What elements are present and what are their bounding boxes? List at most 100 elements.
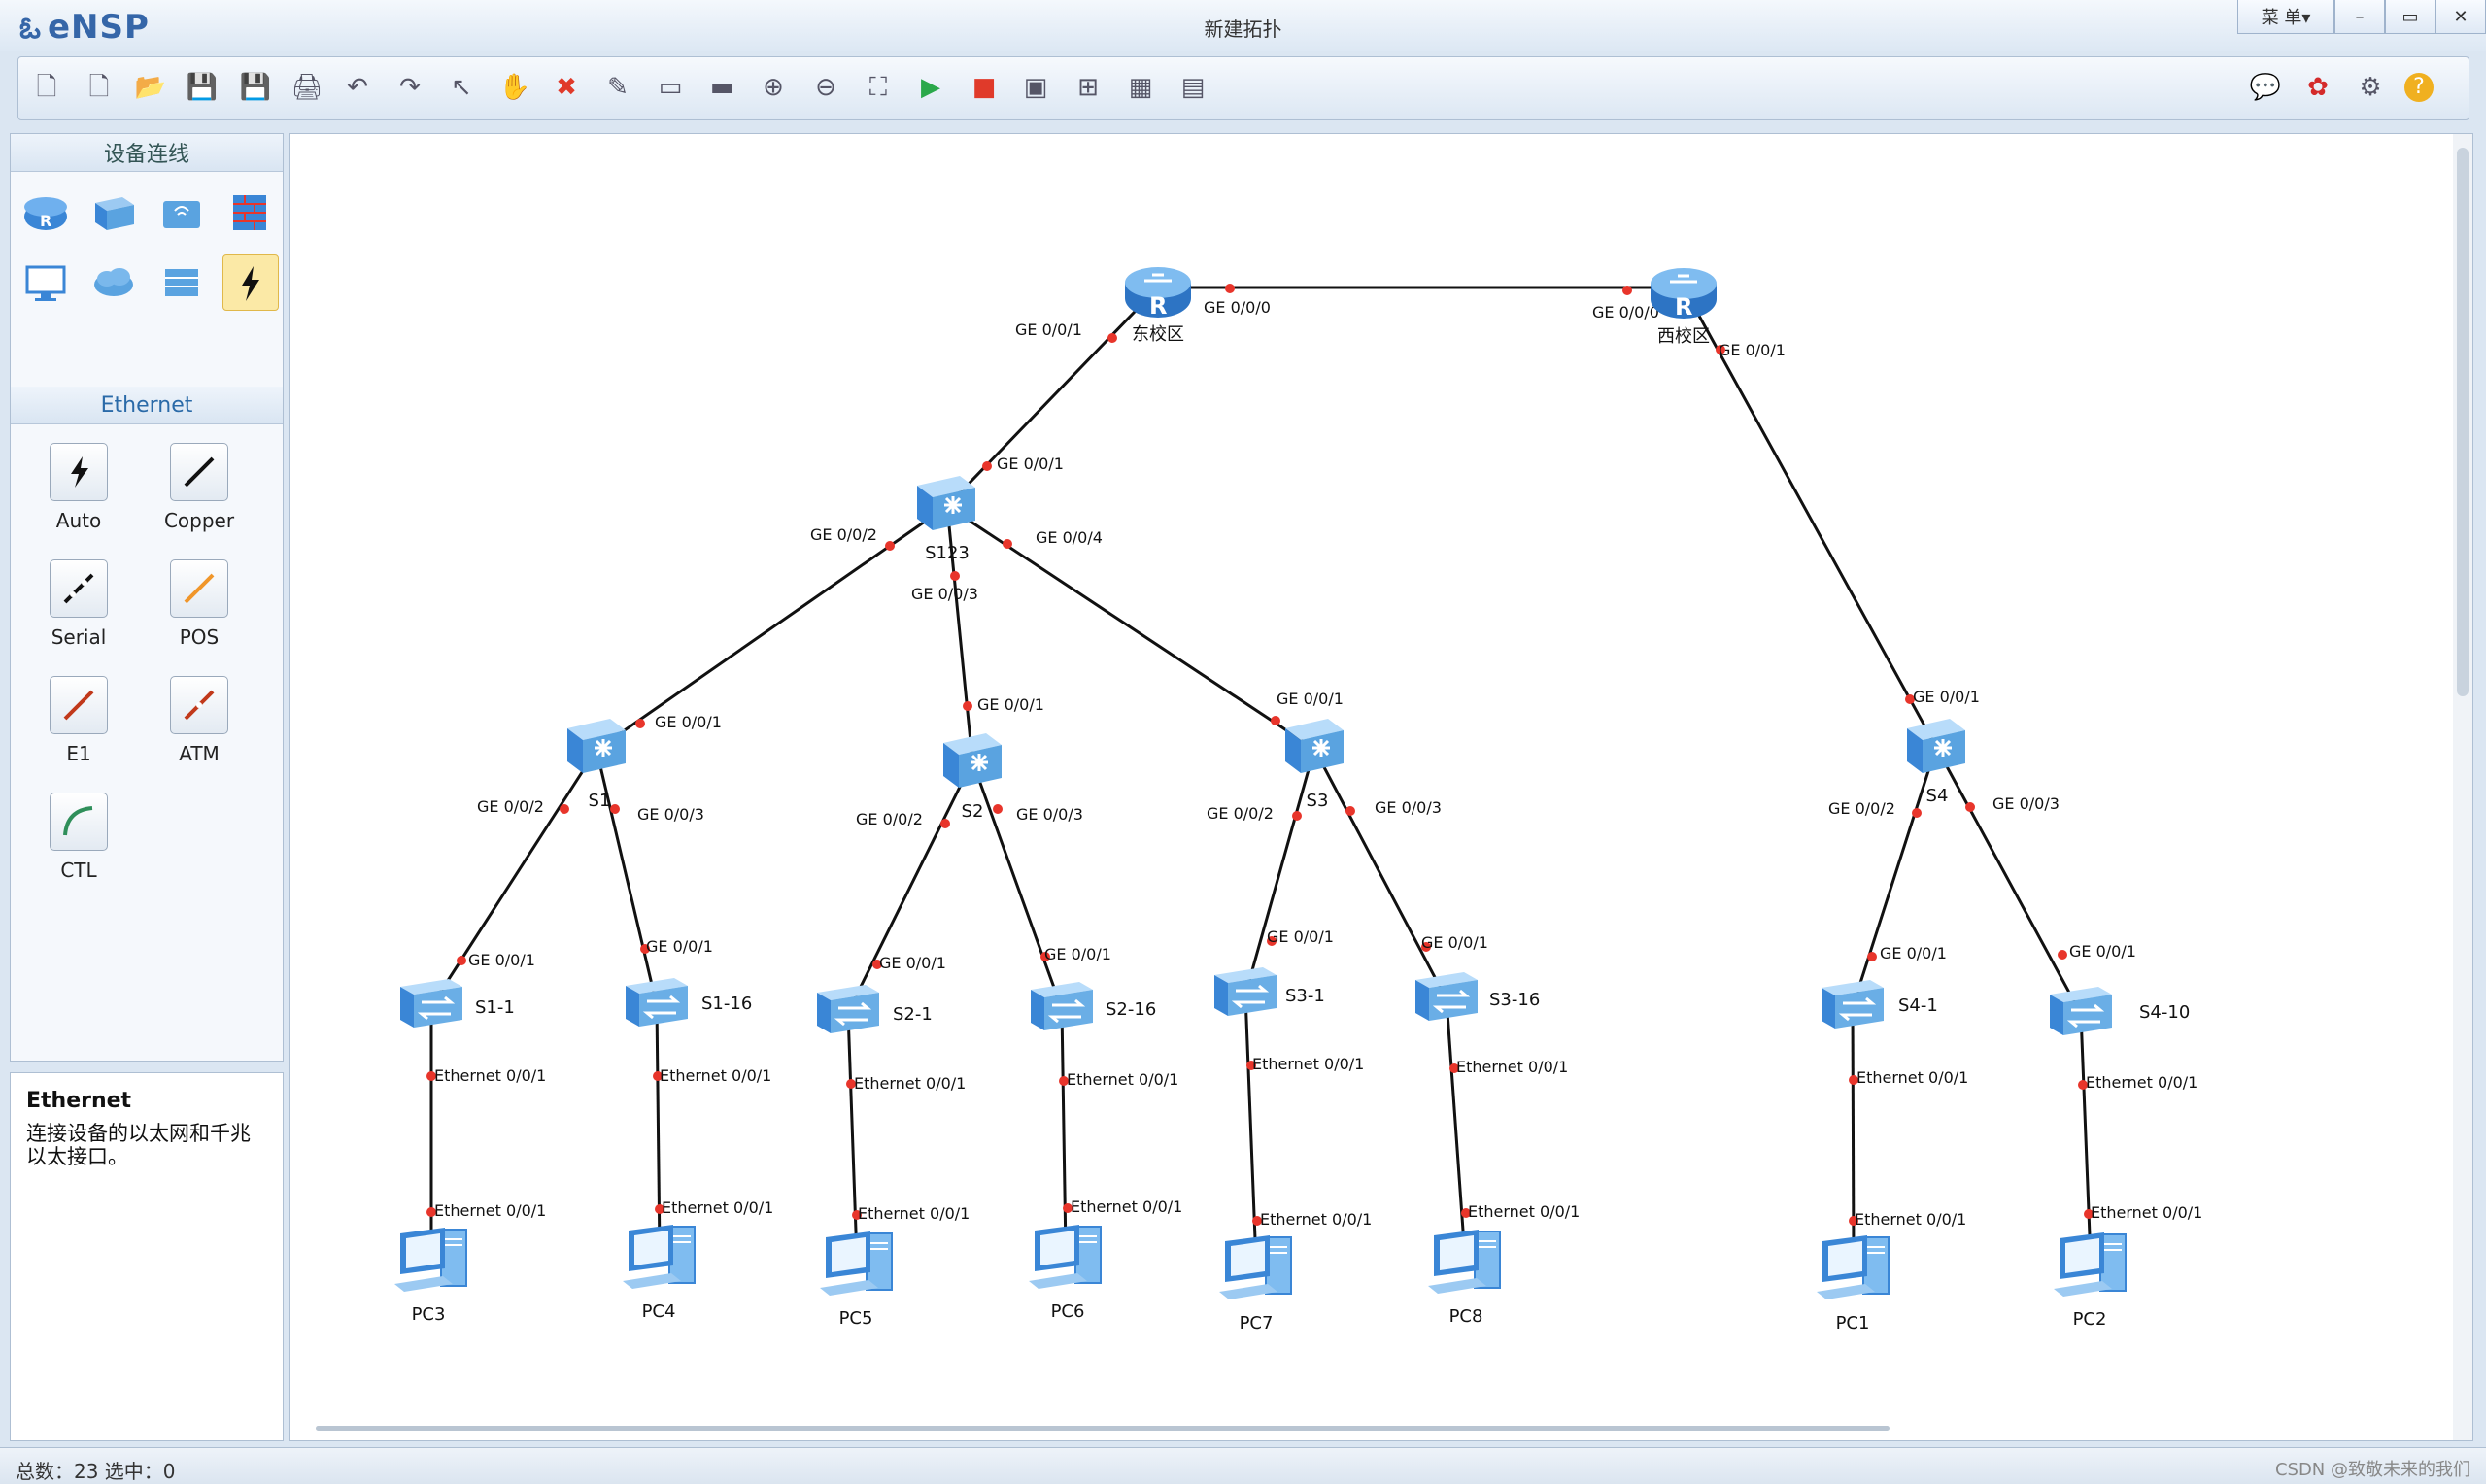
link-S3-S3-16[interactable]: [1312, 748, 1448, 1000]
link-S4-S4-1[interactable]: [1851, 746, 1938, 1008]
l3switch-node-s123[interactable]: [917, 476, 975, 530]
pc-node-pc5[interactable]: [820, 1231, 893, 1296]
delete-connection-icon[interactable]: ✎: [599, 69, 636, 106]
horizontal-scrollbar[interactable]: [316, 1426, 1890, 1431]
save-as-icon[interactable]: 💾: [237, 69, 274, 106]
chat-icon[interactable]: 💬: [2247, 69, 2284, 106]
open-icon[interactable]: 📂: [132, 69, 169, 106]
link-S1-S1-16[interactable]: [595, 749, 659, 1006]
save-as-icon-glyph: 💾: [239, 73, 272, 102]
l2switch-node-s4-1[interactable]: [1822, 980, 1884, 1029]
port-label: Ethernet 0/0/1: [2086, 1073, 2197, 1092]
router-category-icon[interactable]: R: [18, 185, 73, 239]
link-S3-16-PC8[interactable]: [1445, 998, 1467, 1259]
link-S4-10-PC2[interactable]: [2079, 1013, 2093, 1262]
link-R2-S4[interactable]: [1682, 287, 1938, 748]
fit-view-icon[interactable]: ⛶: [860, 69, 897, 106]
cable-copper-icon: [170, 443, 228, 501]
l2switch-node-s2-16[interactable]: [1031, 982, 1093, 1030]
pc-node-pc3[interactable]: [394, 1228, 467, 1292]
link-S2-S2-1[interactable]: [846, 760, 974, 1013]
l2switch-node-s4-10[interactable]: [2050, 987, 2112, 1035]
undo-icon[interactable]: ↶: [339, 69, 376, 106]
pc-node-pc7[interactable]: [1219, 1235, 1292, 1299]
l2switch-node-s1-16[interactable]: [626, 978, 688, 1027]
cable-pos[interactable]: POS: [137, 559, 261, 666]
redo-icon[interactable]: ↷: [392, 69, 428, 106]
close-button[interactable]: ✕: [2435, 0, 2486, 34]
pc-node-pc1[interactable]: [1817, 1235, 1890, 1299]
link-S123-S2[interactable]: [945, 505, 974, 762]
link-S123-S1[interactable]: [596, 504, 948, 752]
zoom-in-icon[interactable]: ⊕: [755, 69, 792, 106]
router-node-r1[interactable]: R: [1125, 267, 1191, 320]
router-glyph: R: [1675, 293, 1692, 320]
text-annotation-icon[interactable]: ▭: [652, 69, 689, 106]
cable-auto[interactable]: Auto: [17, 443, 141, 550]
l2switch-node-s3-1[interactable]: [1214, 967, 1277, 1016]
new-topology-icon[interactable]: 🗋: [28, 69, 65, 106]
pc-node-pc2[interactable]: [2054, 1232, 2127, 1297]
help-icon[interactable]: ?: [2404, 73, 2434, 102]
vertical-scrollbar[interactable]: [2453, 134, 2472, 1440]
l2switch-node-s3-16[interactable]: [1415, 972, 1478, 1021]
pc-node-pc8[interactable]: [1428, 1230, 1501, 1294]
other-device-category-icon[interactable]: [154, 254, 209, 309]
cable-copper[interactable]: Copper: [137, 443, 261, 550]
l2switch-node-s1-1[interactable]: [400, 979, 462, 1028]
select-pointer-icon[interactable]: ↖: [443, 69, 480, 106]
l3switch-node-s4[interactable]: [1907, 719, 1965, 773]
link-S2-1-PC5[interactable]: [846, 1011, 859, 1260]
restore-button[interactable]: ▭: [2385, 0, 2435, 34]
terminal-icon[interactable]: ▤: [1175, 69, 1211, 106]
cable-e1[interactable]: E1: [17, 676, 141, 783]
main-menu-button[interactable]: 菜 单▾: [2237, 0, 2334, 34]
cable-atm[interactable]: ATM: [137, 676, 261, 783]
delete-icon-glyph: ✖: [556, 73, 577, 102]
stop-device-icon[interactable]: ■: [966, 69, 1003, 106]
topology-icon[interactable]: ⊞: [1070, 69, 1107, 106]
link-R1-S123[interactable]: [945, 286, 1160, 508]
port-dot: [1905, 694, 1915, 704]
minimize-button[interactable]: –: [2334, 0, 2385, 34]
pc-category-icon[interactable]: [18, 254, 73, 309]
print-icon[interactable]: 🖨: [289, 69, 325, 106]
link-S2-16-PC6[interactable]: [1060, 1008, 1068, 1254]
settings-gear-icon[interactable]: ⚙: [2352, 69, 2389, 106]
connection-category-icon[interactable]: [222, 254, 279, 311]
link-S4-S4-10[interactable]: [1934, 746, 2083, 1015]
cable-ctl[interactable]: CTL: [17, 793, 141, 899]
router-node-r2[interactable]: R: [1651, 268, 1717, 320]
cable-serial[interactable]: Serial: [17, 559, 141, 666]
pc-node-pc6[interactable]: [1029, 1225, 1102, 1289]
start-device-icon[interactable]: ▶: [912, 69, 949, 106]
node-label: S4-10: [2139, 1002, 2190, 1023]
save-icon[interactable]: 💾: [184, 69, 221, 106]
delete-icon[interactable]: ✖: [548, 69, 585, 106]
cloud-category-icon[interactable]: [86, 254, 141, 309]
firewall-category-icon[interactable]: [222, 185, 277, 239]
grid-icon[interactable]: ▦: [1122, 69, 1159, 106]
link-S3-S3-1[interactable]: [1243, 748, 1316, 995]
huawei-logo-icon[interactable]: ✿: [2299, 69, 2336, 106]
switch-category-icon[interactable]: [86, 185, 141, 239]
new-example-icon-glyph: 🗋: [88, 73, 110, 102]
l3switch-node-s2[interactable]: [943, 733, 1002, 788]
capture-icon[interactable]: ▣: [1017, 69, 1054, 106]
l2switch-node-s2-1[interactable]: [817, 985, 879, 1033]
zoom-out-icon[interactable]: ⊖: [807, 69, 844, 106]
link-S1-16-PC4[interactable]: [655, 1004, 662, 1254]
vertical-scroll-thumb[interactable]: [2457, 148, 2469, 696]
new-example-icon[interactable]: 🗋: [81, 69, 118, 106]
link-S2-S2-16[interactable]: [971, 760, 1064, 1010]
l3switch-node-s1[interactable]: [567, 719, 626, 773]
huawei-logo-icon-glyph: ✿: [2307, 73, 2329, 102]
l3switch-node-s3[interactable]: [1285, 719, 1344, 773]
rectangle-annotation-icon[interactable]: ▬: [703, 69, 740, 106]
pan-hand-icon[interactable]: ✋: [496, 69, 533, 106]
node-label: 东校区: [1132, 324, 1184, 345]
wireless-category-icon[interactable]: [154, 185, 209, 239]
pc-node-pc4[interactable]: [623, 1225, 696, 1289]
